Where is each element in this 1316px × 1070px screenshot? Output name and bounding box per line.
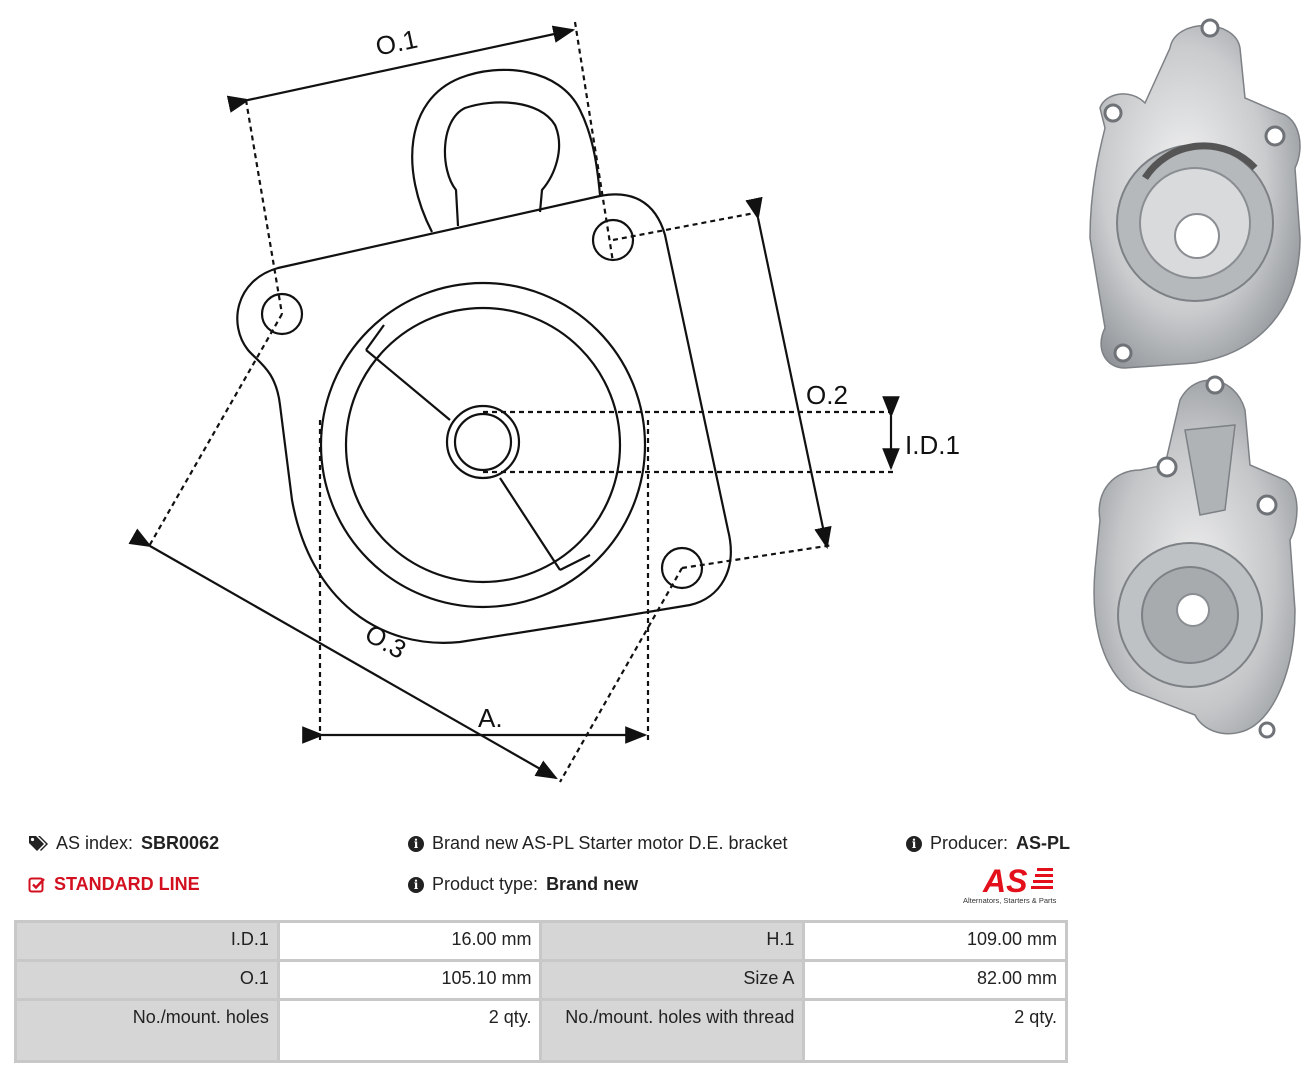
spec-label: H.1	[542, 923, 803, 959]
product-description: Brand new AS-PL Starter motor D.E. brack…	[432, 833, 788, 853]
spec-value: 109.00 mm	[805, 923, 1065, 959]
spec-value: 2 qty.	[279, 1001, 540, 1060]
spec-value: 105.10 mm	[279, 962, 540, 998]
drawing-o3-extension-left	[147, 313, 283, 549]
spec-label: I.D.1	[17, 923, 277, 959]
label-o1: O.1	[373, 24, 420, 62]
spec-label: Size A	[542, 962, 803, 998]
producer-value: AS-PL	[1016, 833, 1071, 853]
product-photo-front	[1089, 18, 1301, 369]
drawing-o3-extension-right	[559, 567, 683, 783]
drawing-top-loop-inner	[443, 101, 561, 227]
drawing-bracket-outline	[236, 193, 732, 644]
drawing-o1-extension-right	[573, 21, 615, 263]
dim-line-o1	[226, 25, 576, 113]
drawing-hole-top-right	[591, 218, 635, 262]
label-o2: O.2	[806, 380, 848, 410]
producer-row: i Producer: AS-PL	[906, 833, 1070, 854]
as-index-row: AS index: SBR0062	[28, 833, 219, 854]
drawing-hole-left	[260, 292, 304, 336]
spec-label: O.1	[17, 962, 277, 998]
label-o3: O.3	[360, 618, 411, 665]
as-index-value: SBR0062	[141, 833, 220, 853]
label-a: A.	[478, 703, 503, 733]
drawing-o2-extension-bottom	[681, 543, 834, 570]
drawing-bore-outer	[445, 404, 521, 480]
product-photo-back	[1093, 375, 1298, 739]
standard-line-label: STANDARD LINE	[54, 874, 200, 894]
info-icon: i	[906, 835, 922, 852]
check-square-icon	[28, 877, 45, 892]
technical-drawing: O.1 O.2 O.3 I.D.1 A.	[128, 21, 960, 783]
drawing-outer-ring	[319, 281, 647, 609]
as-logo-mark: AS	[982, 863, 1053, 899]
svg-text:AS: AS	[982, 863, 1028, 896]
spec-value: 2 qty.	[805, 1001, 1065, 1060]
dim-line-o2	[745, 196, 832, 550]
tags-icon	[29, 835, 48, 851]
producer-label: Producer:	[930, 833, 1009, 853]
drawing-bore-inner	[453, 412, 513, 472]
label-id1: I.D.1	[905, 430, 960, 460]
table-row: I.D.1 16.00 mm H.1 109.00 mm	[17, 923, 1065, 959]
specs-table: I.D.1 16.00 mm H.1 109.00 mm O.1 105.10 …	[14, 920, 1068, 1063]
spec-value: 82.00 mm	[805, 962, 1065, 998]
product-type-value: Brand new	[546, 874, 639, 894]
table-row: No./mount. holes 2 qty. No./mount. holes…	[17, 1001, 1065, 1060]
product-type-row: i Product type: Brand new	[408, 874, 638, 895]
table-row: O.1 105.10 mm Size A 82.00 mm	[17, 962, 1065, 998]
drawing-hole-bottom-right	[660, 546, 704, 590]
standard-line-row: STANDARD LINE	[28, 874, 200, 895]
product-type-label: Product type:	[432, 874, 539, 894]
drawing-o1-extension-left	[244, 99, 284, 315]
as-index-label: AS index:	[56, 833, 134, 853]
drawing-o2-extension-top	[612, 210, 761, 242]
info-icon: i	[408, 835, 424, 852]
spec-value: 16.00 mm	[279, 923, 540, 959]
spec-label: No./mount. holes with thread	[542, 1001, 803, 1060]
as-pl-logo: AS Alternators, Starters & Parts	[963, 862, 1069, 908]
info-icon: i	[408, 876, 424, 893]
drawing-inner-ring	[344, 306, 622, 584]
drawing-top-loop	[411, 68, 602, 233]
brand-tagline: Alternators, Starters & Parts	[963, 896, 1057, 905]
drawing-sector	[365, 324, 591, 571]
description-row: i Brand new AS-PL Starter motor D.E. bra…	[408, 833, 787, 854]
spec-label: No./mount. holes	[17, 1001, 277, 1060]
